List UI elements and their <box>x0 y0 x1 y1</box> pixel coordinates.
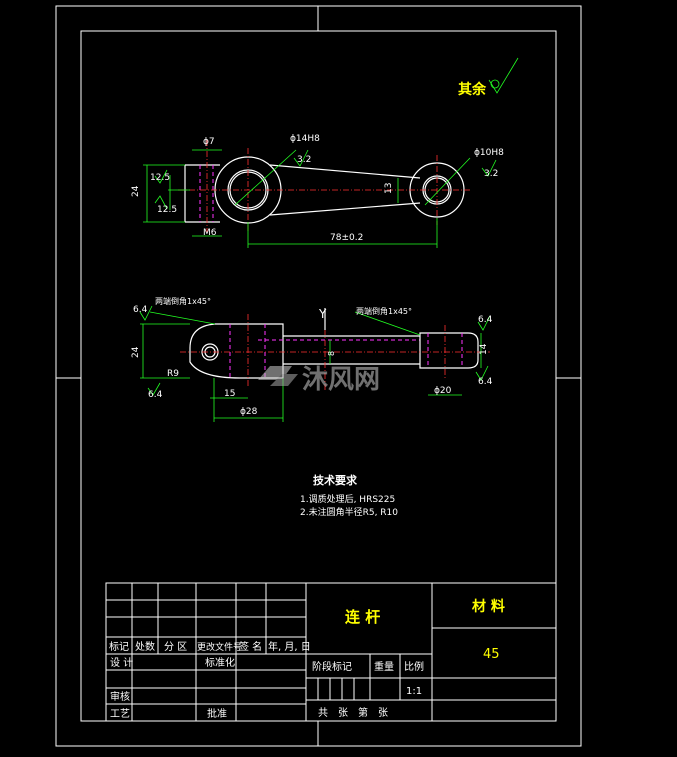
chamfer-note-left: 两端倒角1x45° <box>155 296 211 306</box>
dim-phi20: ϕ20 <box>434 386 452 396</box>
roughness-front-bottom-left: 6.4 <box>148 390 163 400</box>
dim-24-front: 24 <box>131 346 141 358</box>
roughness-right-top: 3.2 <box>484 169 498 179</box>
label-weight: 重量 <box>374 660 394 673</box>
check-roughness-symbol <box>488 57 519 94</box>
dim-r9: R9 <box>167 369 179 379</box>
material-value: 45 <box>483 647 500 662</box>
header-doc: 更改文件号 <box>197 641 242 653</box>
dim-phi28: ϕ28 <box>240 407 258 417</box>
front-view <box>139 305 491 422</box>
tech-req-item-1: 1.调质处理后, HRS225 <box>300 493 395 505</box>
roughness-front-right: 6.4 <box>478 315 493 325</box>
header-mark: 标记 <box>109 641 129 653</box>
watermark-text: 沐风网 <box>302 365 380 395</box>
dim-12-5-top: 12.5 <box>150 173 170 183</box>
header-zone: 分 区 <box>164 641 187 653</box>
dim-14: 14 <box>479 343 489 355</box>
header-date: 年, 月, 日 <box>268 640 311 653</box>
label-process: 工艺 <box>110 708 130 720</box>
chamfer-note-right: 两端倒角1x45° <box>356 306 412 316</box>
dim-phi14h8: ϕ14H8 <box>290 134 320 144</box>
dim-8: 8 <box>327 351 336 356</box>
roughness-front-bottom-right: 6.4 <box>478 377 493 387</box>
dim-phi10h8: ϕ10H8 <box>474 148 504 158</box>
label-approve: 批准 <box>207 707 227 720</box>
dim-15: 15 <box>224 389 235 399</box>
top-view <box>143 140 497 248</box>
header-count: 处数 <box>135 640 155 653</box>
label-sheets: 共 张 第 张 <box>318 706 388 719</box>
header-sign: 签 名 <box>239 640 262 653</box>
label-standardize: 标准化 <box>205 656 235 669</box>
roughness-note-label: 其余 <box>458 81 487 98</box>
dim-12-5-bottom: 12.5 <box>157 205 177 215</box>
label-review: 审核 <box>110 690 130 703</box>
dim-m6: M6 <box>203 228 217 238</box>
dim-phi7: ϕ7 <box>203 137 215 147</box>
scale-value: 1:1 <box>406 686 422 697</box>
label-stage-mark: 阶段标记 <box>312 660 352 673</box>
material-label: 材 料 <box>472 598 505 615</box>
watermark-logo-icon <box>258 366 298 386</box>
label-design: 设 计 <box>110 656 133 669</box>
tech-req-title: 技术要求 <box>313 473 358 487</box>
dim-center-distance: 78±0.2 <box>330 233 363 243</box>
label-scale: 比例 <box>404 660 424 673</box>
tech-req-item-2: 2.未注圆角半径R5, R10 <box>300 506 398 518</box>
roughness-front-left: 6.4 <box>133 305 148 315</box>
title-block <box>105 582 557 722</box>
dim-24-top: 24 <box>131 185 141 197</box>
roughness-left-top: 3.2 <box>297 155 311 165</box>
part-name: 连 杆 <box>345 608 380 626</box>
dim-13: 13 <box>384 183 394 194</box>
section-mark-y: Y <box>318 307 327 321</box>
